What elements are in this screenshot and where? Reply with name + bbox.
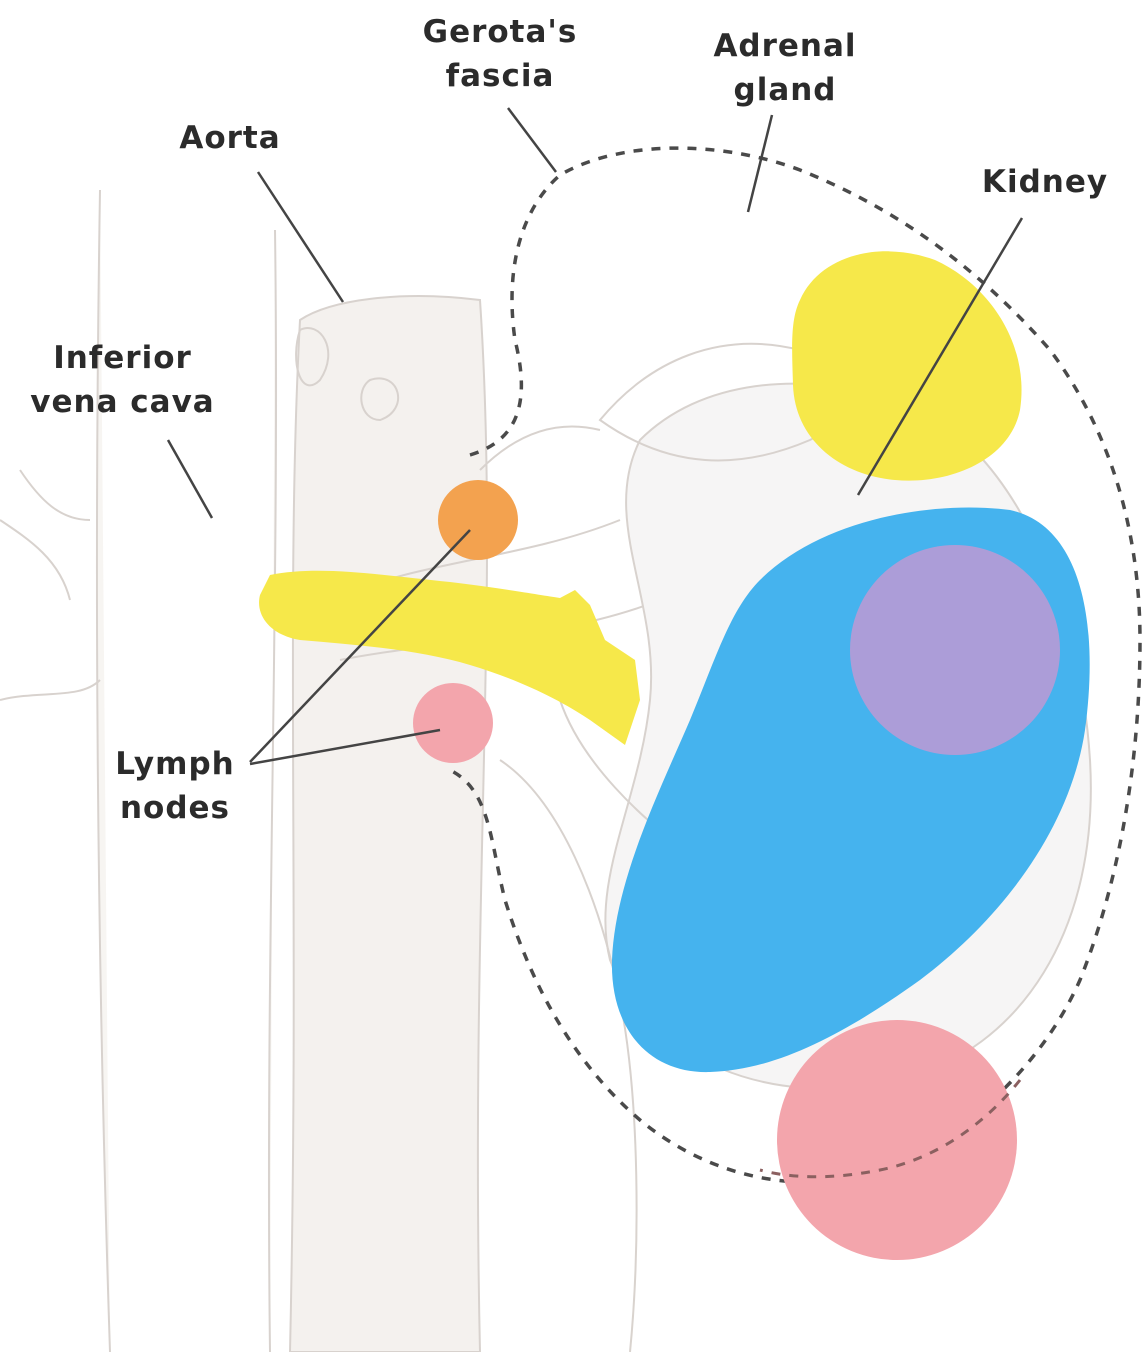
- lymph-node-orange: [438, 480, 518, 560]
- label-adrenal-line2: gland: [680, 68, 890, 112]
- leader-adrenal: [748, 115, 772, 212]
- leader-ivc: [168, 440, 212, 518]
- label-gerotas-line2: fascia: [400, 54, 600, 98]
- label-gerotas-fascia: Gerota's fascia: [400, 10, 600, 98]
- label-lymph-line1: Lymph: [95, 742, 255, 786]
- label-aorta: Aorta: [160, 116, 300, 160]
- kidney-tumor-purple: [850, 545, 1060, 755]
- aorta-outline: [290, 296, 487, 1352]
- label-lymph-nodes: Lymph nodes: [95, 742, 255, 830]
- label-ivc-line2: vena cava: [0, 380, 245, 424]
- leader-aorta: [258, 172, 343, 302]
- leader-gerotas: [508, 108, 556, 172]
- label-adrenal-gland: Adrenal gland: [680, 24, 890, 112]
- left-vessels: [0, 470, 100, 700]
- label-inferior-vena-cava: Inferior vena cava: [0, 336, 245, 424]
- lymph-node-pink-small: [413, 683, 493, 763]
- adrenal-yellow: [792, 251, 1021, 480]
- label-kidney-text: Kidney: [955, 160, 1135, 204]
- label-adrenal-line1: Adrenal: [680, 24, 890, 68]
- lymph-node-pink-large: [777, 1020, 1017, 1260]
- label-kidney: Kidney: [955, 160, 1135, 204]
- label-ivc-line1: Inferior: [0, 336, 245, 380]
- label-aorta-text: Aorta: [160, 116, 300, 160]
- label-lymph-line2: nodes: [95, 786, 255, 830]
- label-gerotas-line1: Gerota's: [400, 10, 600, 54]
